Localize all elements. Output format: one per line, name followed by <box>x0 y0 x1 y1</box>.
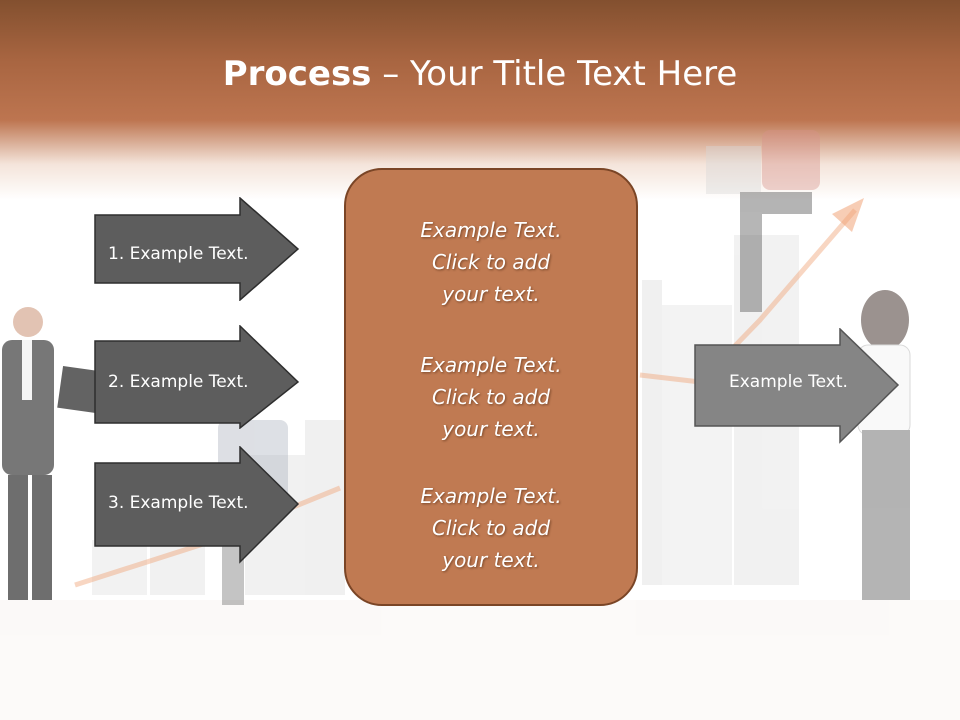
right-arrow[interactable] <box>694 328 900 444</box>
header-band <box>0 0 960 200</box>
center-text-box[interactable]: Example Text. Click to add your text. Ex… <box>344 168 638 606</box>
left-arrow-2-label: 2. Example Text. <box>108 372 249 392</box>
title-rest: – Your Title Text Here <box>371 54 738 94</box>
left-arrow-2[interactable] <box>94 325 300 429</box>
center-paragraph-3[interactable]: Example Text. Click to add your text. <box>420 484 562 572</box>
left-arrow-3[interactable] <box>94 446 300 564</box>
left-arrow-3-label: 3. Example Text. <box>108 493 249 513</box>
title-bold: Process <box>222 54 372 94</box>
right-arrow-label: Example Text. <box>729 372 848 392</box>
left-arrow-1[interactable] <box>94 197 300 301</box>
center-paragraph-1[interactable]: Example Text. Click to add your text. <box>420 218 562 306</box>
left-arrow-1-label: 1. Example Text. <box>108 244 249 264</box>
slide-title: Process – Your Title Text Here <box>0 52 960 96</box>
center-paragraph-2[interactable]: Example Text. Click to add your text. <box>420 353 562 441</box>
